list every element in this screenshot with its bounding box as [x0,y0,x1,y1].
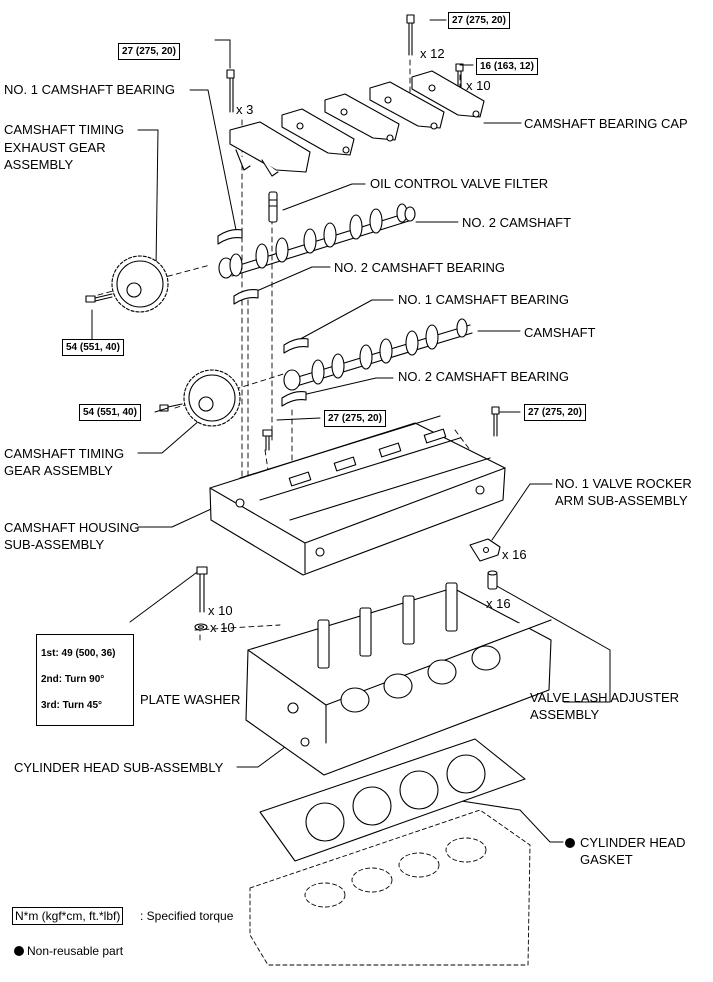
label-valve-lash-adjuster: VALVE LASH ADJUSTER [530,690,680,705]
label-camshaft-housing: CAMSHAFT HOUSING [4,520,140,535]
label-valve-rocker-arm: ARM SUB-ASSEMBLY [555,493,688,508]
label-cylinder-head-gasket: GASKET [580,852,633,867]
torque-step-3: 3rd: Turn 45° [41,700,103,711]
intake-timing-gear [183,369,241,427]
cylinder-head-gasket [259,738,526,862]
cylinder-block [249,809,531,966]
torque-box: 27 (275, 20) [448,12,510,29]
alignment-dashes [97,59,471,641]
torque-step-1: 1st: 49 (500, 36) [41,648,116,659]
label-plate-washer: PLATE WASHER [140,692,241,707]
head-bolt-torque-box: 1st: 49 (500, 36) 2nd: Turn 90° 3rd: Tur… [36,634,134,726]
label-valve-rocker-arm: NO. 1 VALVE ROCKER [555,476,692,491]
exhaust-timing-gear [111,255,169,313]
bearings [217,229,309,407]
torque-box: 54 (551, 40) [79,404,141,421]
quantity-label: x 16 [486,596,511,611]
label-camshaft-bearing-cap: CAMSHAFT BEARING CAP [524,116,688,131]
torque-step-2: 2nd: Turn 90° [41,674,105,685]
non-reusable-mark [565,838,575,848]
quantity-label: x 16 [502,547,527,562]
label-no1-camshaft-bearing: NO. 1 CAMSHAFT BEARING [4,82,175,97]
legend-non-reusable: Non-reusable part [14,943,123,959]
plate-washer [194,623,208,631]
label-camshaft-timing-exhaust-gear: CAMSHAFT TIMING [4,122,125,137]
quantity-label: x 3 [236,102,254,117]
label-no1-camshaft-bearing: NO. 1 CAMSHAFT BEARING [398,292,569,307]
no2-camshaft [218,203,416,279]
label-no2-camshaft-bearing: NO. 2 CAMSHAFT BEARING [398,369,569,384]
quantity-label: x 12 [420,46,445,61]
quantity-label: x 10 [466,78,491,93]
label-camshaft-timing-exhaust-gear: EXHAUST GEAR [4,140,106,155]
oil-control-valve-filter [268,191,278,223]
label-camshaft-timing-exhaust-gear: ASSEMBLY [4,157,74,172]
quantity-label: x 10 [208,603,233,618]
label-camshaft-timing-gear: GEAR ASSEMBLY [4,463,113,478]
legend-unit-box: N*m (kgf*cm, ft.*lbf) [12,907,124,925]
label-cylinder-head-sub-assembly: CYLINDER HEAD SUB-ASSEMBLY [14,760,224,775]
exhaust-gear-bolt [85,293,113,303]
label-camshaft-timing-gear: CAMSHAFT TIMING [4,446,125,461]
valve-rocker-arm [469,538,501,562]
valve-lash-adjuster [487,570,498,590]
camshaft-housing [209,415,506,576]
torque-box: 16 (163, 12) [476,58,538,75]
bullet-icon [14,946,24,956]
label-camshaft: CAMSHAFT [524,325,596,340]
cylinder-head [245,582,552,776]
head-bolt [196,566,208,613]
label-oil-control-valve-filter: OIL CONTROL VALVE FILTER [370,176,549,191]
valve-tubes [317,582,458,669]
bearing-caps [229,70,485,177]
label-camshaft-housing: SUB-ASSEMBLY [4,537,105,552]
camshaft [283,318,473,391]
torque-box: 27 (275, 20) [324,410,386,427]
label-valve-lash-adjuster: ASSEMBLY [530,707,600,722]
torque-box: 27 (275, 20) [118,43,180,60]
label-cylinder-head-gasket: CYLINDER HEAD [580,835,686,850]
label-no2-camshaft-bearing: NO. 2 CAMSHAFT BEARING [334,260,505,275]
legend-non-reusable-text: Non-reusable part [27,944,124,958]
legend-unit-desc: : Specified torque [140,909,234,923]
label-no2-camshaft: NO. 2 CAMSHAFT [462,215,572,230]
housing-bolts [262,406,500,451]
torque-box: 27 (275, 20) [524,404,586,421]
intake-gear-bolt [159,403,183,412]
quantity-label: x 10 [210,620,235,635]
torque-box: 54 (551, 40) [62,339,124,356]
